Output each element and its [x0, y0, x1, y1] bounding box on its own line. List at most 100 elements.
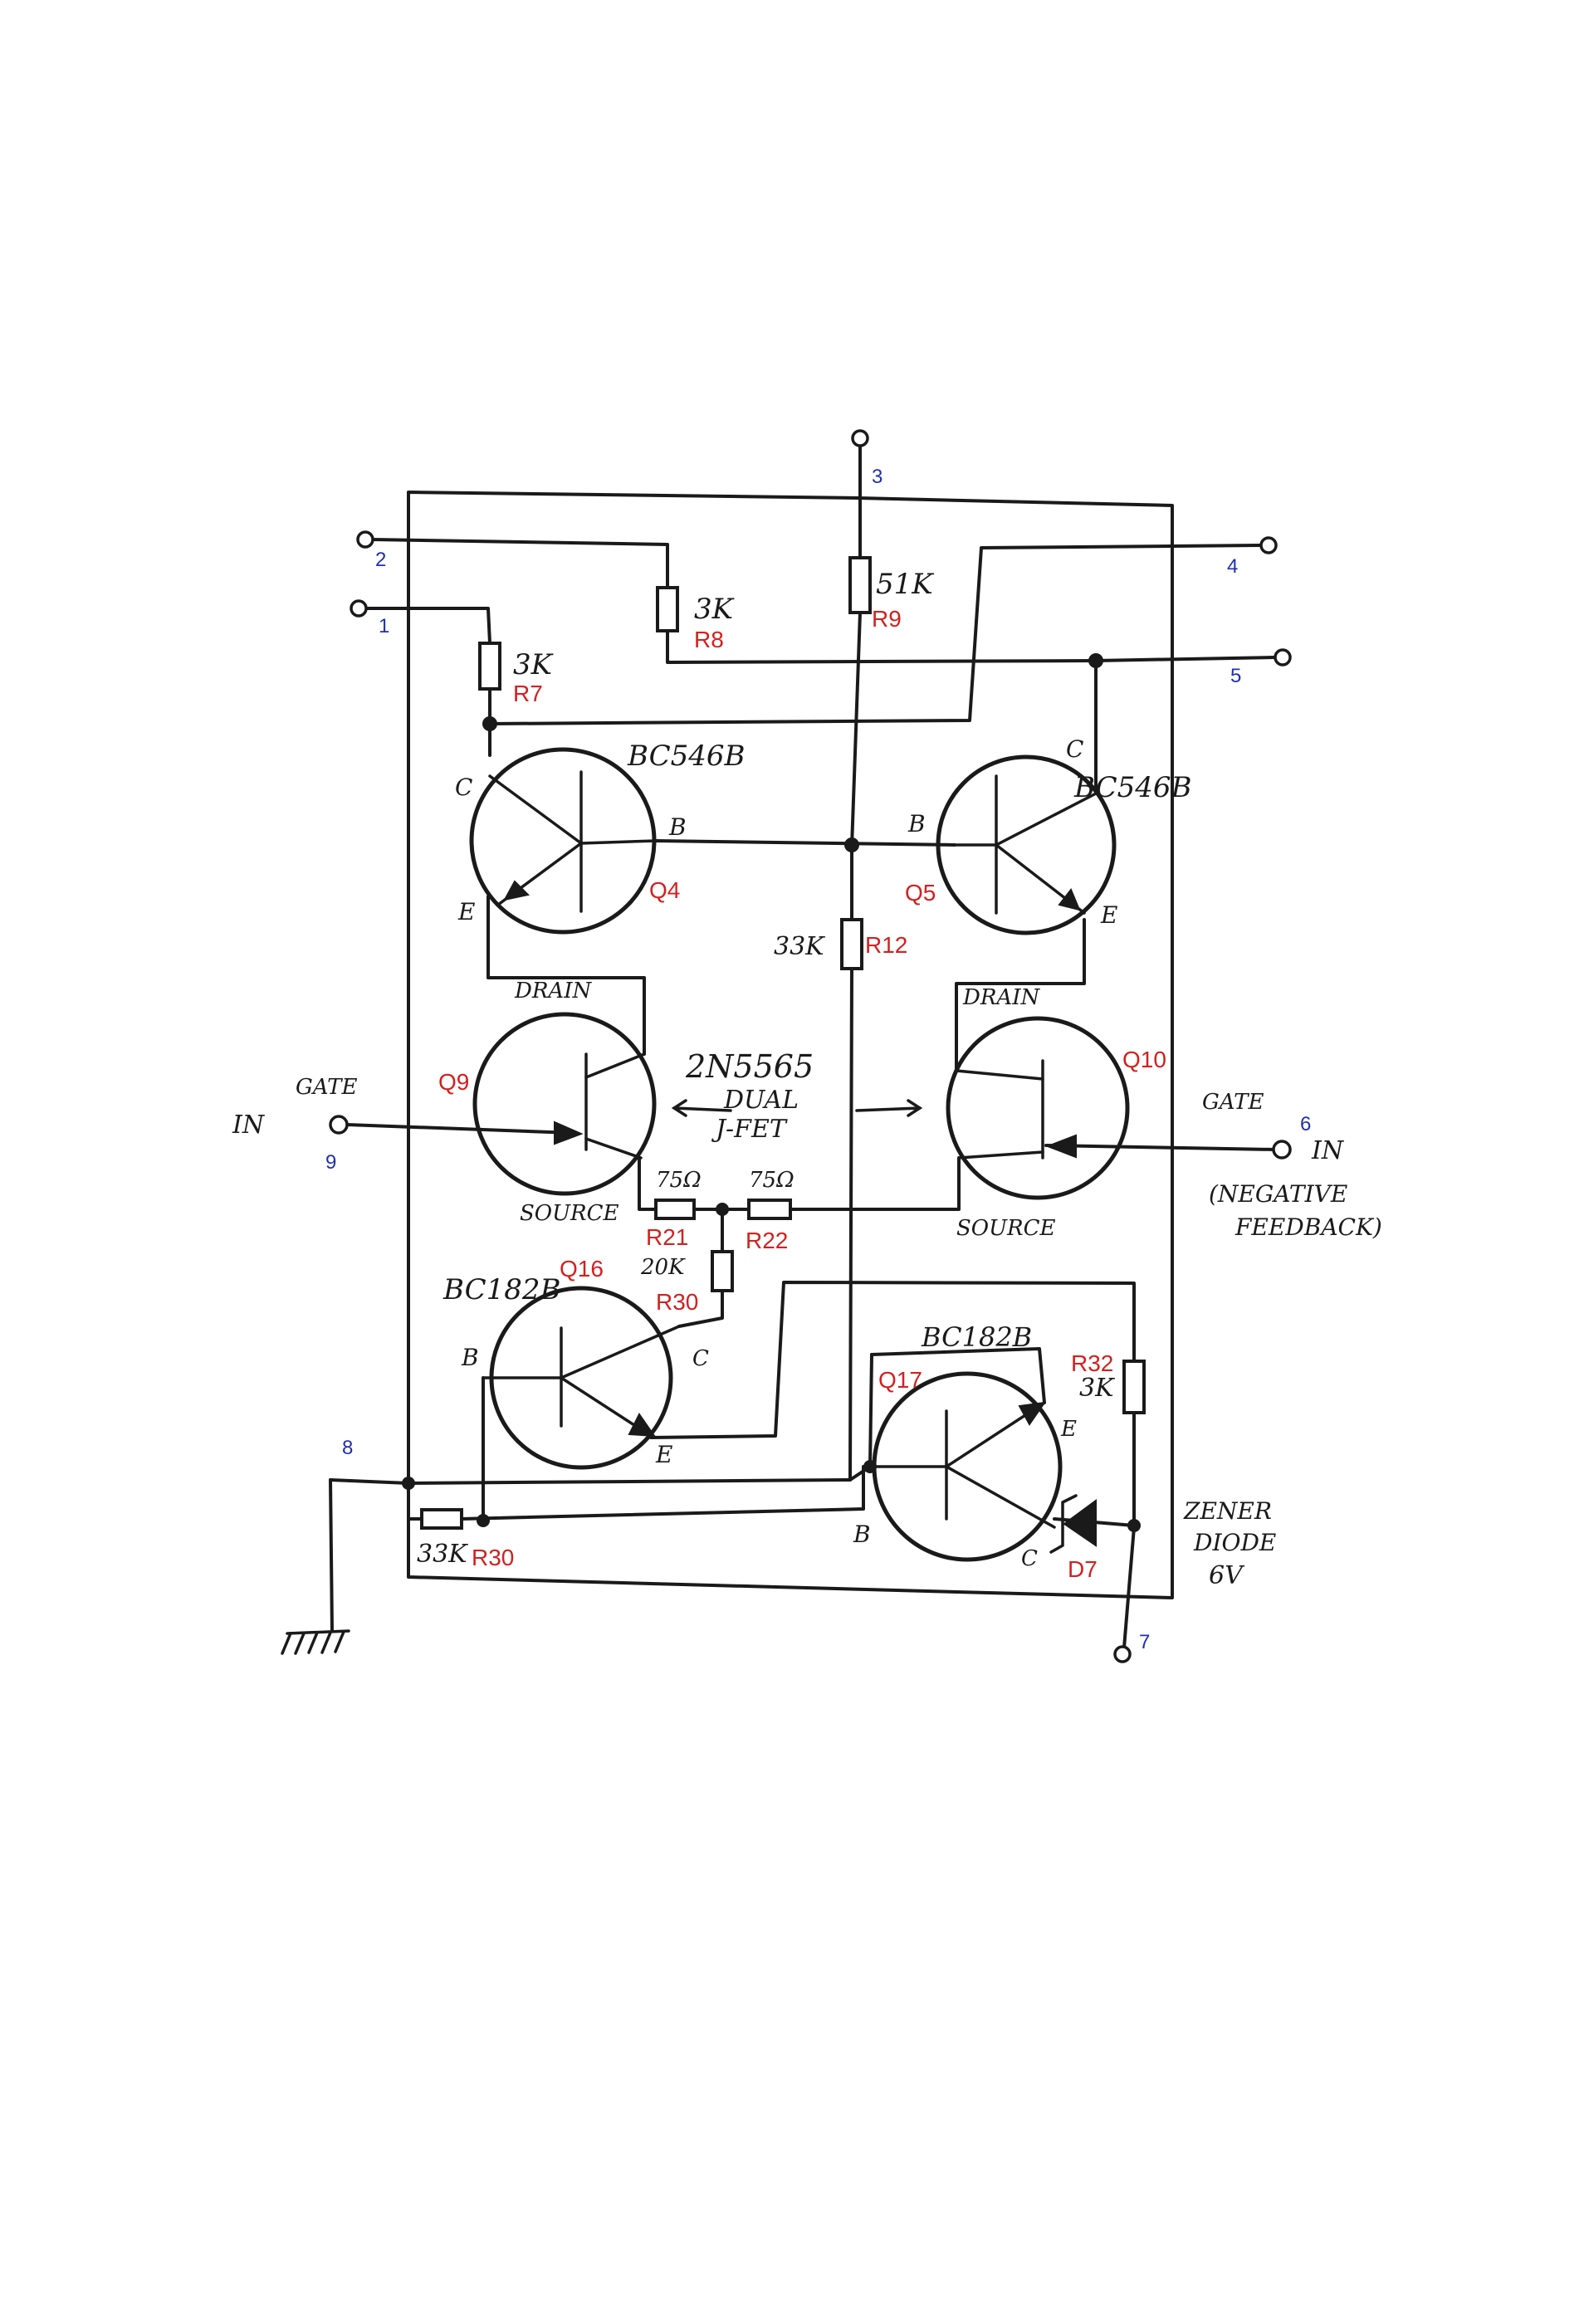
terminal-9	[329, 1115, 349, 1135]
jfet-label-line1: 2N5565	[685, 1048, 814, 1085]
terminal-4	[1259, 536, 1278, 554]
transistor-q4	[469, 747, 658, 935]
junction-dot	[477, 1514, 490, 1527]
wire-node-7	[1122, 1526, 1136, 1649]
pin-number-2: 2	[375, 549, 386, 571]
q10-gate-label: GATE	[1202, 1090, 1264, 1115]
junction-dot	[716, 1203, 729, 1216]
label-r7-value: 3K	[513, 648, 555, 681]
label-q4-part: BC546B	[627, 740, 746, 773]
ref-q10: Q10	[1122, 1047, 1166, 1072]
wire-r12-down	[848, 967, 853, 1482]
pin-number-3: 3	[872, 466, 883, 488]
feedback-label-line2: FEEDBACK)	[1235, 1213, 1382, 1241]
junction-dot	[844, 837, 859, 852]
q9-gate-label: GATE	[296, 1075, 357, 1100]
zener-label-line1: ZENER	[1183, 1497, 1272, 1525]
q10-source-label: SOURCE	[956, 1216, 1056, 1241]
terminal-5	[1274, 648, 1292, 666]
wire-gate-right	[1044, 1144, 1276, 1151]
ref-q16: Q16	[560, 1256, 604, 1282]
ref-r21: R21	[646, 1224, 688, 1250]
wire-q5e-q10d	[955, 918, 1086, 1072]
label-q16-part: BC182B	[442, 1273, 561, 1306]
pin-number-5: 5	[1230, 665, 1241, 687]
resistor-r9	[848, 556, 872, 614]
wire-1-r7	[357, 607, 491, 645]
wire-q17-bus	[870, 1347, 1046, 1404]
wire-33k-q17	[460, 1465, 865, 1521]
wire-gate-left	[345, 1123, 574, 1135]
q10-drain-label: DRAIN	[962, 985, 1040, 1010]
q16-pin-e: E	[655, 1441, 672, 1468]
q16-pin-c: C	[692, 1346, 709, 1371]
wire-ground	[329, 1478, 334, 1633]
zener-label-line2: DIODE	[1193, 1529, 1276, 1556]
ref-q4: Q4	[649, 877, 680, 903]
junction-dot	[482, 716, 497, 731]
ref-r22: R22	[746, 1228, 788, 1253]
ground-symbol	[281, 1629, 350, 1655]
q5-pin-e: E	[1100, 901, 1117, 929]
wire-q17b	[868, 1353, 873, 1468]
wire-r8-5	[666, 629, 1277, 664]
zener-diode-d7	[1049, 1494, 1097, 1554]
q9-drain-label: DRAIN	[514, 979, 592, 1003]
ref-r30-b: R30	[472, 1545, 514, 1570]
resistor-r21	[654, 1199, 696, 1220]
label-q5-part: BC546B	[1073, 771, 1192, 804]
terminal-7	[1113, 1645, 1132, 1663]
junction-dot	[1088, 653, 1103, 668]
wire-2-r8	[370, 538, 669, 589]
feedback-label-line1: (NEGATIVE	[1209, 1180, 1347, 1208]
jfet-label-line2: DUAL	[723, 1086, 799, 1115]
resistor-r22	[747, 1199, 792, 1220]
ref-r8: R8	[694, 627, 724, 652]
transistor-q5	[936, 754, 1117, 935]
resistor-r32	[1122, 1360, 1146, 1414]
wire-8-bus	[329, 1465, 872, 1485]
label-r8-value: 3K	[694, 593, 736, 626]
terminal-6	[1272, 1140, 1292, 1160]
wire-q9s-r21	[638, 1156, 658, 1211]
ref-r12: R12	[865, 932, 907, 958]
wire-r9-base	[850, 611, 862, 848]
label-r21-value: 75Ω	[656, 1168, 702, 1193]
ref-d7: D7	[1068, 1556, 1098, 1582]
ref-q5: Q5	[905, 880, 936, 906]
junction-dot	[402, 1477, 415, 1490]
resistor-r8	[656, 586, 679, 632]
zener-label-line3: 6V	[1209, 1561, 1245, 1590]
label-r30-value: 20K	[640, 1255, 686, 1280]
pin-number-1: 1	[379, 615, 389, 637]
wire-r22-q10s	[789, 1156, 961, 1211]
jfet-pointer-right	[855, 1099, 923, 1117]
label-r9-value: 51K	[876, 568, 935, 601]
terminal-2	[356, 530, 374, 549]
resistor-r7	[478, 642, 501, 691]
ref-r30: R30	[656, 1289, 698, 1315]
terminal-3	[851, 429, 869, 447]
q4-pin-c: C	[455, 774, 472, 801]
q17-pin-e: E	[1060, 1417, 1077, 1442]
q17-pin-b: B	[853, 1521, 871, 1548]
transistor-q17	[868, 1371, 1063, 1562]
transistor-q9	[472, 1012, 657, 1196]
transistor-q10	[946, 1016, 1130, 1200]
q5-pin-b: B	[907, 810, 926, 837]
ref-r32: R32	[1071, 1350, 1113, 1376]
resistor-r30	[711, 1250, 734, 1292]
wire-r30-q16c	[677, 1289, 724, 1328]
label-r32-value: 3K	[1079, 1374, 1115, 1403]
ref-q9: Q9	[438, 1069, 469, 1095]
resistor-r30-b	[420, 1508, 463, 1530]
pin-number-4: 4	[1227, 555, 1238, 578]
wire-q4e-q9d	[486, 895, 646, 1056]
pin-number-9: 9	[325, 1151, 336, 1174]
wire-q4c-4	[488, 544, 1262, 725]
label-r22-value: 75Ω	[749, 1168, 794, 1193]
junction-dot	[1127, 1519, 1141, 1532]
pin-number-8: 8	[342, 1437, 353, 1459]
pin-number-6: 6	[1300, 1113, 1311, 1135]
